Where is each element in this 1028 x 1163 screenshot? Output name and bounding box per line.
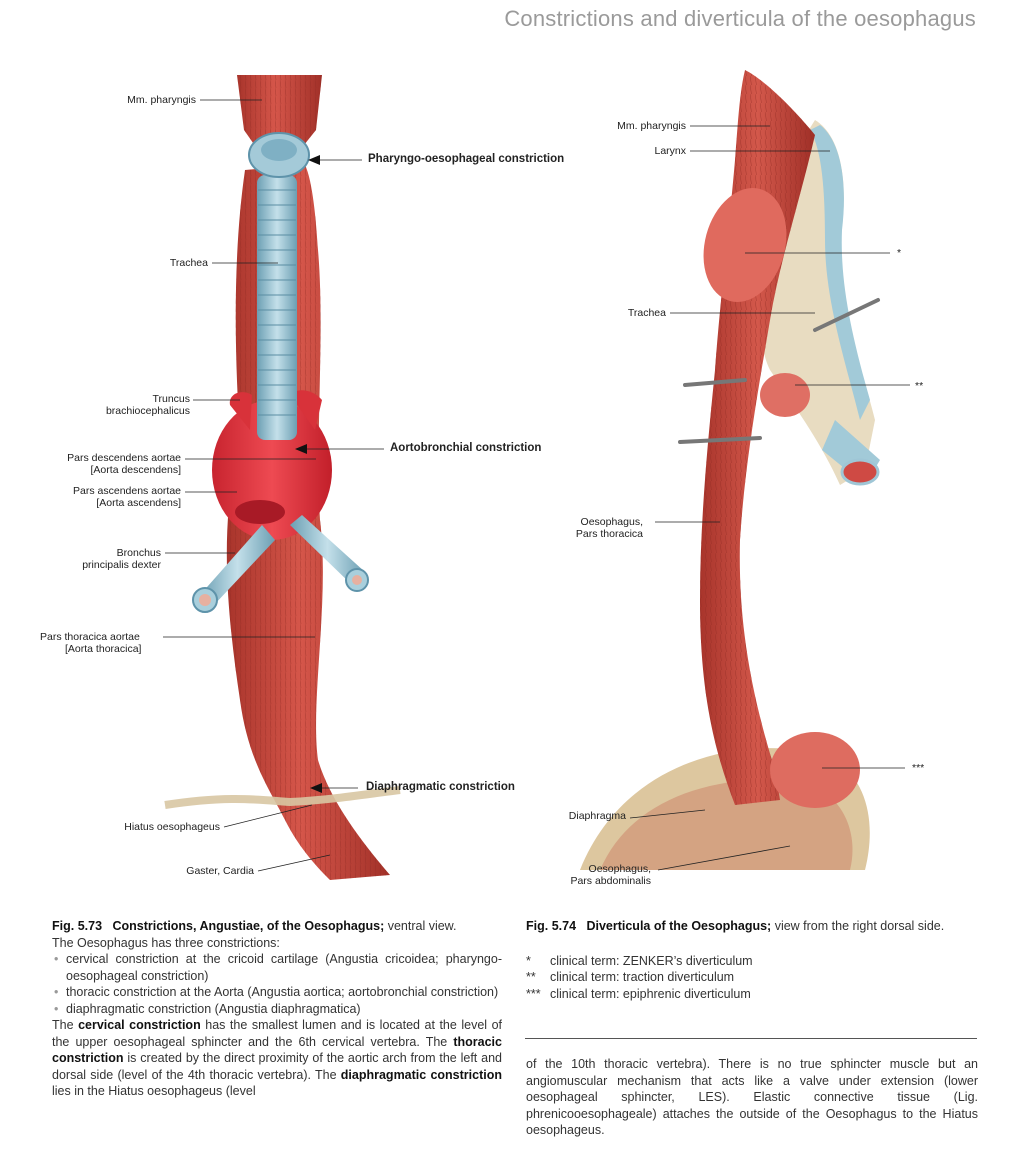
label-mm-pharyngis: Mm. pharyngis bbox=[127, 94, 196, 106]
note-text: clinical term: traction diverticulum bbox=[550, 970, 735, 984]
label-pars-thor-2: [Aorta thoracica] bbox=[65, 643, 142, 655]
note-text: clinical term: ZENKER’s diverticulum bbox=[550, 953, 753, 968]
cricoid-cartilage bbox=[248, 132, 310, 178]
list-item: diaphragmatic constriction (Angustia dia… bbox=[52, 1001, 502, 1018]
fig74-leaders bbox=[629, 125, 910, 871]
diaphragm-band bbox=[164, 786, 401, 809]
caption-73-intro: The Oesophagus has three constrictions: bbox=[52, 935, 280, 950]
note-row: * clinical term: ZENKER’s diverticulum bbox=[526, 953, 978, 970]
label-bronchus-2: principalis dexter bbox=[82, 559, 161, 571]
aorta bbox=[212, 390, 332, 540]
caption-continuation: of the 10th thoracic vertebra). There is… bbox=[526, 1057, 978, 1137]
note-mark: *** bbox=[526, 986, 541, 1001]
epiphrenic-diverticulum bbox=[770, 732, 860, 808]
label-mm-pharyngis-2: Mm. pharyngis bbox=[617, 120, 686, 132]
note-row: *** clinical term: epiphrenic diverticulu… bbox=[526, 986, 978, 1003]
caption-73-body: The cervical constriction has the smalle… bbox=[52, 1017, 502, 1100]
zenker-diverticulum bbox=[703, 188, 787, 302]
pharynx-muscle bbox=[237, 75, 322, 150]
fig-title-74: Diverticula of the Oesophagus; bbox=[586, 919, 772, 933]
label-pars-desc-1: Pars descendens aortae bbox=[67, 452, 181, 464]
caption-fig-5-73: Fig. 5.73 Constrictions, Angustiae, of t… bbox=[52, 918, 502, 1100]
trachea bbox=[192, 175, 369, 613]
term-thoracic: thoracic constriction bbox=[52, 1034, 502, 1066]
constriction-list: cervical constriction at the cricoid car… bbox=[52, 951, 502, 1017]
term-diaphragmatic: diaphragmatic constriction bbox=[340, 1067, 502, 1082]
note-mark: ** bbox=[526, 970, 536, 984]
label-trachea: Trachea bbox=[169, 257, 208, 269]
caption-73-heading: Fig. 5.73 Constrictions, Angustiae, of t… bbox=[52, 918, 502, 935]
body-text: The bbox=[52, 1018, 79, 1032]
label-diaphragmatic: Diaphragmatic constriction bbox=[366, 781, 515, 793]
body-text: has the smallest lumen and is located at… bbox=[52, 1018, 503, 1049]
label-star3: *** bbox=[912, 762, 925, 774]
label-aortobronchial: Aortobronchial constriction bbox=[390, 442, 542, 454]
label-pars-thor-1: Pars thoracica aortae bbox=[40, 631, 140, 643]
label-star1: * bbox=[897, 247, 902, 259]
label-oes-thor-2: Pars thoracica bbox=[575, 528, 643, 540]
label-oes-thor-1: Oesophagus, bbox=[580, 516, 643, 528]
caption-fig-5-74: Fig. 5.74 Diverticula of the Oesophagus;… bbox=[526, 918, 978, 1002]
traction-diverticulum bbox=[760, 373, 810, 417]
label-truncus-1: Truncus bbox=[152, 393, 190, 405]
label-gaster: Gaster, Cardia bbox=[186, 865, 254, 877]
label-star2: ** bbox=[915, 380, 924, 392]
label-pars-asc-2: [Aorta ascendens] bbox=[96, 497, 181, 509]
fig-view-74: view from the right dorsal side. bbox=[771, 919, 945, 933]
page-title: Constrictions and diverticula of the oes… bbox=[504, 6, 976, 31]
fig-view-73: ventral view. bbox=[384, 919, 457, 933]
note-text: clinical term: epiphrenic diverticulum bbox=[550, 986, 751, 1001]
label-oes-abd-1: Oesophagus, bbox=[588, 863, 651, 875]
note-row: ** clinical term: traction diverticulum bbox=[526, 969, 978, 986]
label-hiatus: Hiatus oesophageus bbox=[124, 821, 220, 833]
caption-divider bbox=[525, 1038, 977, 1039]
list-item: thoracic constriction at the Aorta (Angu… bbox=[52, 984, 502, 1001]
fig73-leaders bbox=[163, 99, 384, 872]
label-pharyngo-constriction: Pharyngo-oesophageal constriction bbox=[368, 153, 565, 165]
label-oes-abd-2: Pars abdominalis bbox=[570, 875, 651, 887]
label-pars-desc-2: [Aorta descendens] bbox=[90, 464, 181, 476]
figure-5-74-illustration bbox=[580, 70, 910, 871]
label-pars-asc-1: Pars ascendens aortae bbox=[73, 485, 181, 497]
body-text: lies in the Hiatus oesophageus (level bbox=[52, 1084, 256, 1098]
figure-5-73-illustration bbox=[163, 75, 401, 880]
caption-74-heading: Fig. 5.74 Diverticula of the Oesophagus;… bbox=[526, 918, 978, 935]
label-diaphragma: Diaphragma bbox=[568, 810, 626, 822]
term-cervical: cervical constriction bbox=[78, 1018, 201, 1032]
fig-title-73: Constrictions, Angustiae, of the Oesopha… bbox=[112, 919, 385, 933]
list-item: cervical constriction at the cricoid car… bbox=[52, 951, 502, 984]
fig-number-73: Fig. 5.73 bbox=[52, 919, 103, 933]
fig-number-74: Fig. 5.74 bbox=[526, 919, 577, 933]
body-text: is created by the direct proximity of th… bbox=[52, 1051, 502, 1082]
label-truncus-2: brachiocephalicus bbox=[105, 405, 190, 417]
label-bronchus-1: Bronchus bbox=[116, 547, 161, 559]
retractor-hooks bbox=[678, 298, 880, 444]
label-trachea-2: Trachea bbox=[627, 307, 666, 319]
note-mark: * bbox=[526, 953, 531, 968]
label-larynx: Larynx bbox=[654, 145, 686, 157]
